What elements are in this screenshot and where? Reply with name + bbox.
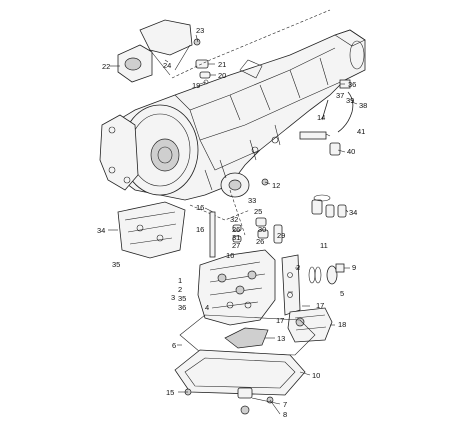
callout-16-bottom: 16 [226, 251, 234, 260]
callout-39: 39 [346, 96, 354, 105]
mount-bracket [117, 19, 193, 83]
callout-41: 41 [357, 127, 365, 136]
callout-labels: 22 23 24 21 20 19 36 37 39 38 14 41 40 1… [97, 26, 367, 419]
callout-9: 9 [352, 263, 356, 272]
callout-21: 20 [218, 71, 226, 80]
callout-31: 32 [230, 215, 238, 224]
solenoid-cluster [311, 194, 347, 218]
callout-38: 38 [359, 101, 367, 110]
callout-35b: 36 [178, 303, 186, 312]
transfer-tubes [209, 211, 283, 258]
leader-lines [108, 34, 358, 415]
callout-6: 6 [172, 341, 176, 350]
oil-pan [174, 327, 306, 415]
callout-34b: 35 [178, 294, 186, 303]
callout-30: 31 [232, 233, 240, 242]
callout-23: 22 [102, 62, 110, 71]
callout-27-bottom: 27 [232, 241, 240, 250]
conductor-plate [117, 201, 186, 259]
callout-18: 17 [276, 316, 284, 325]
callout-2b: 2 [178, 285, 182, 294]
callout-7: 7 [283, 400, 287, 409]
transmission-housing [99, 29, 366, 201]
callout-20: 19 [192, 81, 200, 90]
callout-25: 24 [163, 61, 171, 70]
oil-filter [287, 307, 333, 343]
small-fittings [193, 38, 211, 85]
callout-32: 33 [248, 196, 256, 205]
callout-26-top: 25 [254, 207, 262, 216]
callout-29: 30 [258, 225, 266, 234]
callout-37: 37 [336, 91, 344, 100]
mechatronic-unit [197, 249, 301, 326]
callout-11: 11 [320, 241, 328, 250]
callout-40: 40 [347, 147, 355, 156]
callout-15: 15 [166, 388, 174, 397]
callout-8: 8 [283, 410, 287, 419]
callout-13: 13 [277, 334, 285, 343]
callout-17b: 16 [196, 225, 204, 234]
callout-33: 34 [349, 208, 357, 217]
callout-24: 23 [196, 26, 204, 35]
callout-2: 2 [296, 263, 300, 272]
callout-3: 3 [171, 293, 175, 302]
callout-26-bottom: 26 [256, 237, 264, 246]
callout-12: 12 [272, 181, 280, 190]
callout-35-left: 35 [112, 260, 120, 269]
callout-34-left: 34 [97, 226, 105, 235]
callout-36: 36 [348, 80, 356, 89]
callout-19: 18 [338, 320, 346, 329]
seal-set [308, 263, 345, 285]
callout-22: 21 [218, 60, 226, 69]
callout-5: 5 [340, 289, 344, 298]
callout-4: 4 [205, 303, 209, 312]
callout-1: 1 [178, 276, 182, 285]
callout-16-top: 16 [196, 203, 204, 212]
callout-27-top: 26 [232, 225, 240, 234]
callout-14: 14 [317, 113, 325, 122]
callout-28: 29 [277, 231, 285, 240]
callout-17: 17 [316, 301, 324, 310]
callout-10: 10 [312, 371, 320, 380]
